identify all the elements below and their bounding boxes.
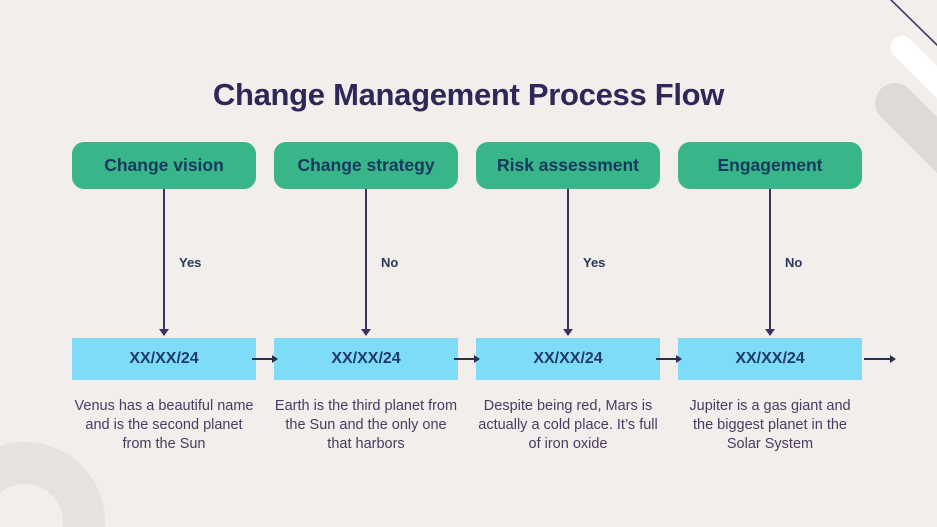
process-flow: Change vision Yes XX/XX/24 Venus has a b… — [72, 142, 862, 454]
down-arrow-line — [769, 189, 771, 330]
flow-column: Change strategy No XX/XX/24 Earth is the… — [274, 142, 458, 454]
connector: Yes — [72, 189, 256, 338]
step-description: Jupiter is a gas giant and the biggest p… — [689, 398, 851, 452]
flow-column: Risk assessment Yes XX/XX/24 Despite bei… — [476, 142, 660, 454]
right-arrow-icon — [454, 355, 480, 363]
step-description: Earth is the third planet from the Sun a… — [274, 398, 458, 452]
right-arrowhead-icon — [272, 355, 278, 363]
down-arrow-icon — [159, 329, 169, 336]
diagonal-line-decor — [889, 0, 937, 47]
right-arrow-icon — [656, 355, 682, 363]
date-box[interactable]: XX/XX/24 — [678, 338, 862, 380]
down-arrow-icon — [765, 329, 775, 336]
down-arrow-icon — [563, 329, 573, 336]
date-box[interactable]: XX/XX/24 — [274, 338, 458, 380]
step-button-engagement[interactable]: Engagement — [678, 142, 862, 189]
step-description: Despite being red, Mars is actually a co… — [478, 398, 658, 452]
right-arrowhead-icon — [890, 355, 896, 363]
date-box[interactable]: XX/XX/24 — [476, 338, 660, 380]
connector: Yes — [476, 189, 660, 338]
connector: No — [678, 189, 862, 338]
right-arrow-icon — [864, 355, 896, 363]
branch-label: No — [381, 255, 399, 270]
down-arrow-line — [365, 189, 367, 330]
right-arrowhead-icon — [676, 355, 682, 363]
page-title: Change Management Process Flow — [212, 76, 725, 112]
step-button-risk-assessment[interactable]: Risk assessment — [476, 142, 660, 189]
down-arrow-line — [163, 189, 165, 330]
down-arrow-line — [567, 189, 569, 330]
right-arrowhead-icon — [474, 355, 480, 363]
branch-label: Yes — [179, 255, 202, 270]
ring-decor — [0, 442, 105, 527]
step-button-change-strategy[interactable]: Change strategy — [274, 142, 458, 189]
flow-column: Engagement No XX/XX/24 Jupiter is a gas … — [678, 142, 862, 454]
step-button-change-vision[interactable]: Change vision — [72, 142, 256, 189]
branch-label: Yes — [583, 255, 606, 270]
flow-column: Change vision Yes XX/XX/24 Venus has a b… — [72, 142, 256, 454]
date-box[interactable]: XX/XX/24 — [72, 338, 256, 380]
connector: No — [274, 189, 458, 338]
down-arrow-icon — [361, 329, 371, 336]
branch-label: No — [785, 255, 803, 270]
step-description: Venus has a beautiful name and is the se… — [74, 398, 254, 452]
right-arrow-icon — [252, 355, 278, 363]
